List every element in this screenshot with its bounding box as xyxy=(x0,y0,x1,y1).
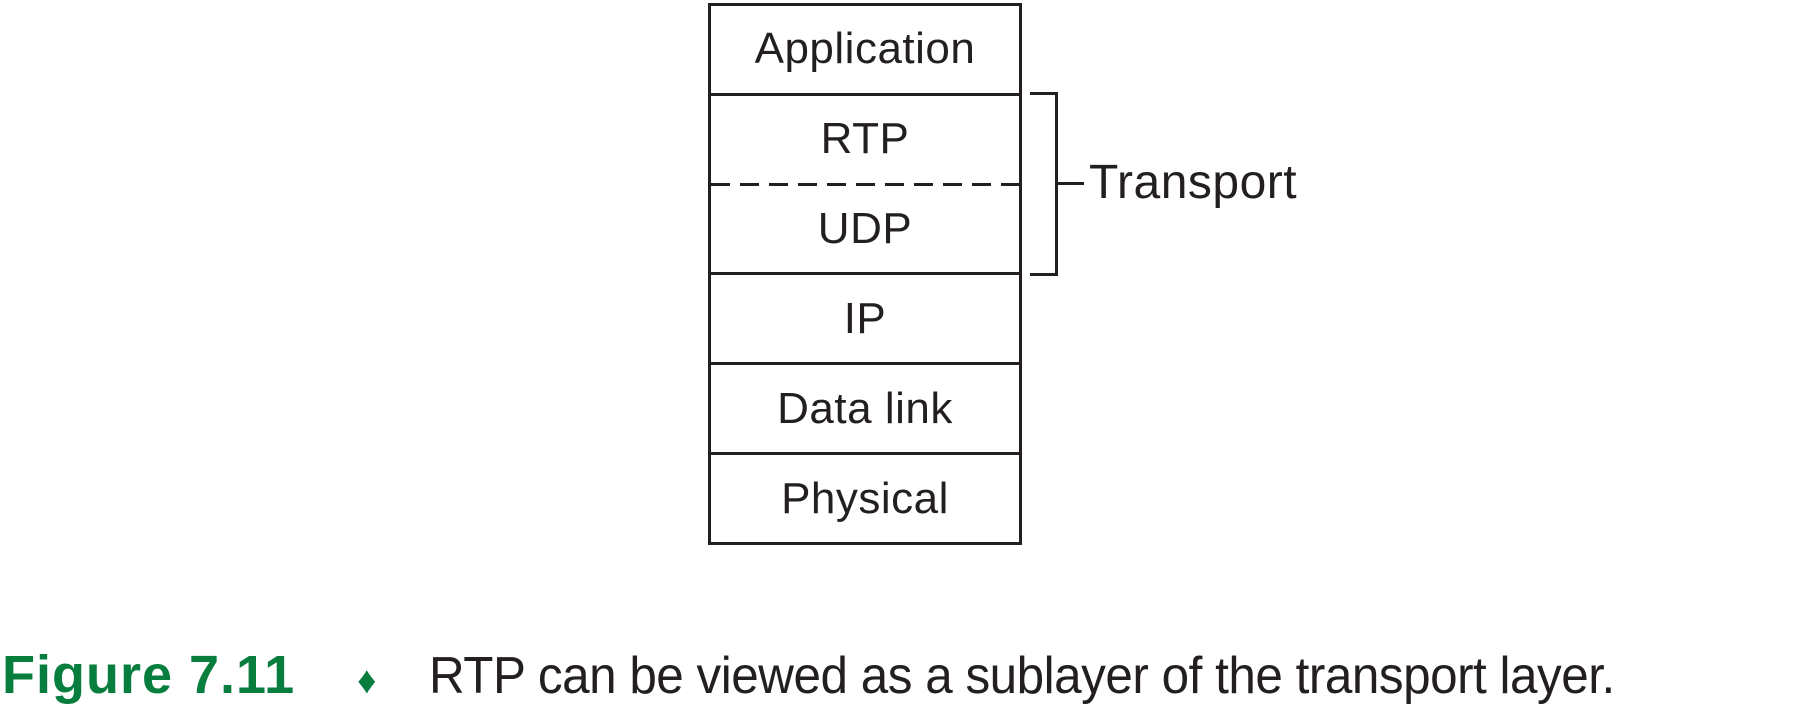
layer-rtp: RTP xyxy=(711,92,1019,183)
layer-udp: UDP xyxy=(711,179,1019,273)
figure-caption: Figure 7.11 ♦ RTP can be viewed as a sub… xyxy=(2,642,1801,709)
figure-caption-text: RTP can be viewed as a sublayer of the t… xyxy=(428,647,1615,705)
bracket-vertical xyxy=(1055,92,1058,276)
protocol-stack: Application RTP UDP IP Data link Physica… xyxy=(708,3,1022,545)
transport-group-label: Transport xyxy=(1089,156,1298,209)
diamond-bullet-icon: ♦ xyxy=(357,660,377,702)
layer-physical: Physical xyxy=(711,452,1019,542)
figure-number-label: Figure 7.11 xyxy=(2,645,296,705)
layer-application: Application xyxy=(754,24,976,74)
bracket-label-tick xyxy=(1058,182,1084,185)
layer-ip: IP xyxy=(711,272,1019,362)
bracket-top-arm xyxy=(1030,92,1058,95)
bracket-bottom-arm xyxy=(1030,273,1058,276)
layer-data-link: Data link xyxy=(711,362,1019,452)
